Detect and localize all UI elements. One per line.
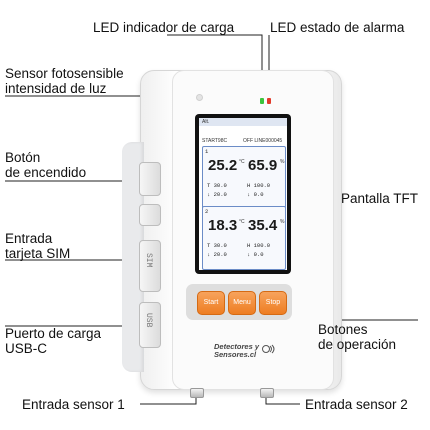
start-button[interactable]: Start [197, 291, 225, 315]
channel-temp-value: 18.3 [208, 217, 238, 234]
brand-line-1: Detectores y [214, 342, 260, 351]
label-usb: Puerto de carga USB-C [5, 326, 101, 356]
sensor-port-2 [260, 388, 274, 398]
label-light-sensor: Sensor fotosensible intensidad de luz [5, 66, 124, 96]
channel-panel-2: 2 18.3 °C 35.4 % T 30.0 ↓ 20.0 H 100.0 ↓… [202, 206, 286, 270]
screen-header-right: OFF LINE000045 [243, 138, 283, 144]
power-switch[interactable] [139, 204, 161, 226]
label-sim-line1: Entrada [5, 231, 53, 246]
label-sensor2: Entrada sensor 2 [305, 397, 408, 412]
channel-hum-high: H 100.0 [247, 242, 271, 249]
tft-screen: Alt. START98C OFF LINE000045 1 25.2 °C 6… [199, 118, 287, 270]
label-sensor1: Entrada sensor 1 [22, 397, 125, 412]
label-usb-line1: Puerto de carga [5, 326, 102, 341]
channel-hum-low: ↓ 0.0 [247, 251, 264, 258]
label-power-button: Botón de encendido [5, 150, 86, 180]
sim-slot-text: SIM [144, 253, 153, 268]
label-sim-line2: tarjeta SIM [5, 246, 71, 261]
label-power-button-line2: de encendido [5, 165, 87, 180]
channel-hum-high: H 100.0 [247, 182, 271, 189]
device-side-rail [122, 142, 144, 372]
channel-temp-high: T 30.0 [207, 182, 227, 189]
channel-hum-unit: % [280, 159, 285, 165]
nfc-icon [262, 344, 275, 354]
led-charge [260, 98, 264, 104]
channel-hum-value: 35.4 [248, 217, 278, 234]
label-light-sensor-line2: intensidad de luz [5, 81, 107, 96]
power-button[interactable] [139, 162, 161, 196]
label-light-sensor-line1: Sensor fotosensible [5, 66, 124, 81]
label-led-alarm: LED estado de alarma [270, 20, 405, 35]
stop-button[interactable]: Stop [259, 291, 287, 315]
channel-temp-high: T 30.0 [207, 242, 227, 249]
channel-index: 2 [205, 208, 209, 215]
light-sensor-window [196, 94, 203, 101]
label-led-charge: LED indicador de carga [93, 20, 235, 35]
channel-temp-low: ↓ 20.0 [207, 251, 227, 258]
label-sim: Entrada tarjeta SIM [5, 231, 70, 261]
label-tft: Pantalla TFT [341, 191, 419, 206]
channel-hum-value: 65.9 [248, 157, 278, 174]
sim-slot: SIM [139, 240, 161, 292]
channel-temp-low: ↓ 20.0 [207, 191, 227, 198]
sensor-port-1 [190, 388, 204, 398]
channel-panel-1: 1 25.2 °C 65.9 % T 30.0 ↓ 20.0 H 100.0 ↓… [202, 146, 286, 210]
channel-index: 1 [205, 148, 209, 155]
usb-c-port: USB [139, 302, 161, 348]
label-power-button-line1: Botón [5, 150, 41, 165]
usb-port-text: USB [144, 313, 153, 328]
brand-logo: Detectores y Sensores.cl [214, 343, 259, 359]
brand-line-2: Sensores.cl [214, 350, 257, 359]
screen-status-text: Alt. [202, 119, 210, 125]
label-buttons: Botones de operación [318, 322, 396, 352]
leader-sensor1 [140, 392, 197, 405]
led-alarm [267, 98, 271, 104]
label-buttons-line2: de operación [318, 337, 397, 352]
label-usb-line2: USB-C [5, 341, 48, 356]
channel-temp-unit: °C [239, 219, 245, 225]
channel-temp-value: 25.2 [208, 157, 238, 174]
screen-status-bar [199, 118, 287, 126]
label-buttons-line1: Botones [318, 322, 368, 337]
screen-header-left: START98C [202, 138, 228, 144]
channel-hum-unit: % [280, 219, 285, 225]
channel-temp-unit: °C [239, 159, 245, 165]
menu-button[interactable]: Menu [228, 291, 256, 315]
channel-hum-low: ↓ 0.0 [247, 191, 264, 198]
